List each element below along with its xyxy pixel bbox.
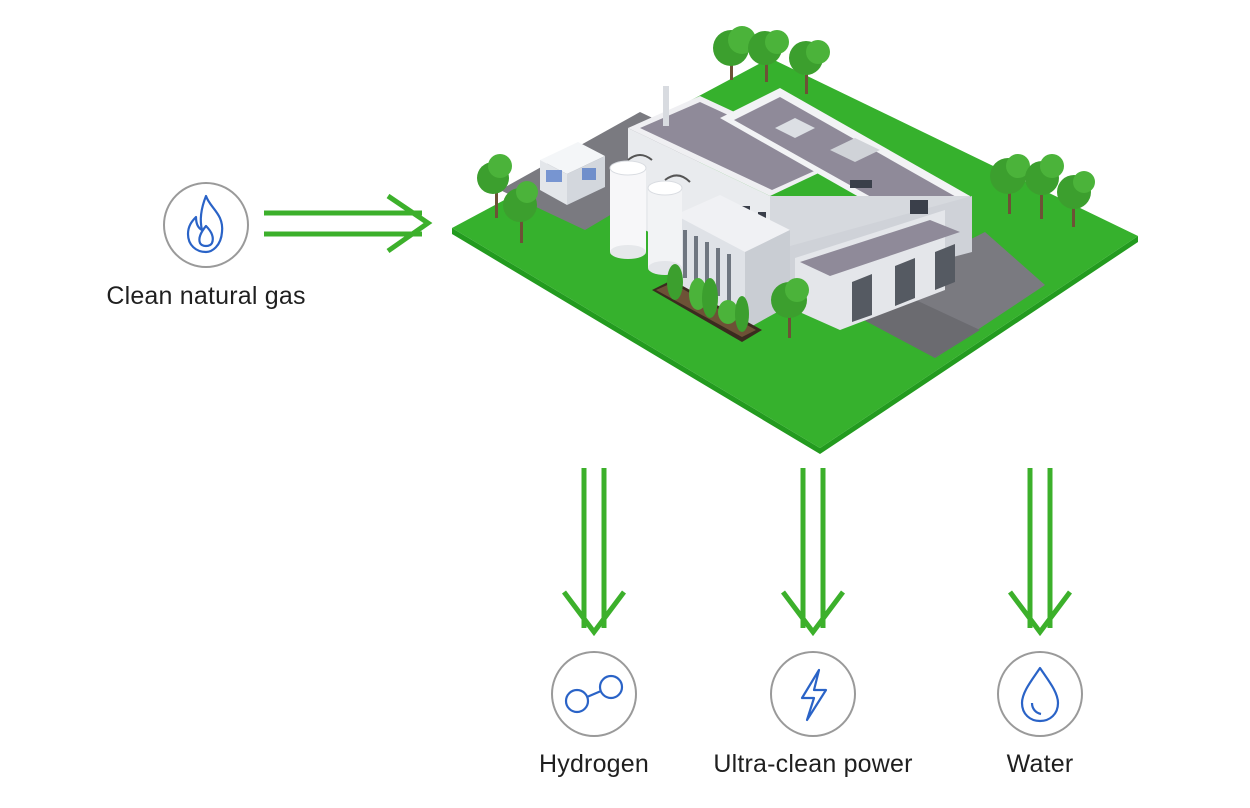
water-icon-circle xyxy=(997,651,1083,737)
power-icon-circle xyxy=(770,651,856,737)
output-label-hydrogen: Hydrogen xyxy=(539,750,649,778)
output-arrow-hydrogen xyxy=(562,468,626,637)
storage-unit xyxy=(540,142,605,205)
tree-cluster-right xyxy=(990,154,1095,227)
water-drop-icon xyxy=(1020,666,1060,723)
lightning-bolt-icon xyxy=(800,668,828,722)
tree-cluster-top xyxy=(713,26,830,94)
tree-single-front xyxy=(771,278,809,338)
planter xyxy=(652,264,762,342)
input-label: Clean natural gas xyxy=(106,282,306,310)
molecule-icon xyxy=(564,674,624,714)
facade-slats xyxy=(683,230,731,302)
output-label-power: Ultra-clean power xyxy=(713,750,913,778)
hydrogen-icon-circle xyxy=(551,651,637,737)
storage-tanks xyxy=(609,154,691,275)
output-arrow-power xyxy=(781,468,845,637)
input-arrow xyxy=(264,193,433,254)
trees xyxy=(477,26,1095,338)
fuel-cell-plant-illustration xyxy=(452,26,1138,454)
input-icon-circle xyxy=(163,182,249,268)
main-building xyxy=(628,86,972,330)
output-label-water: Water xyxy=(1006,750,1074,778)
flame-icon xyxy=(186,194,224,254)
tree-cluster-left xyxy=(477,154,538,243)
output-arrow-water xyxy=(1008,468,1072,637)
